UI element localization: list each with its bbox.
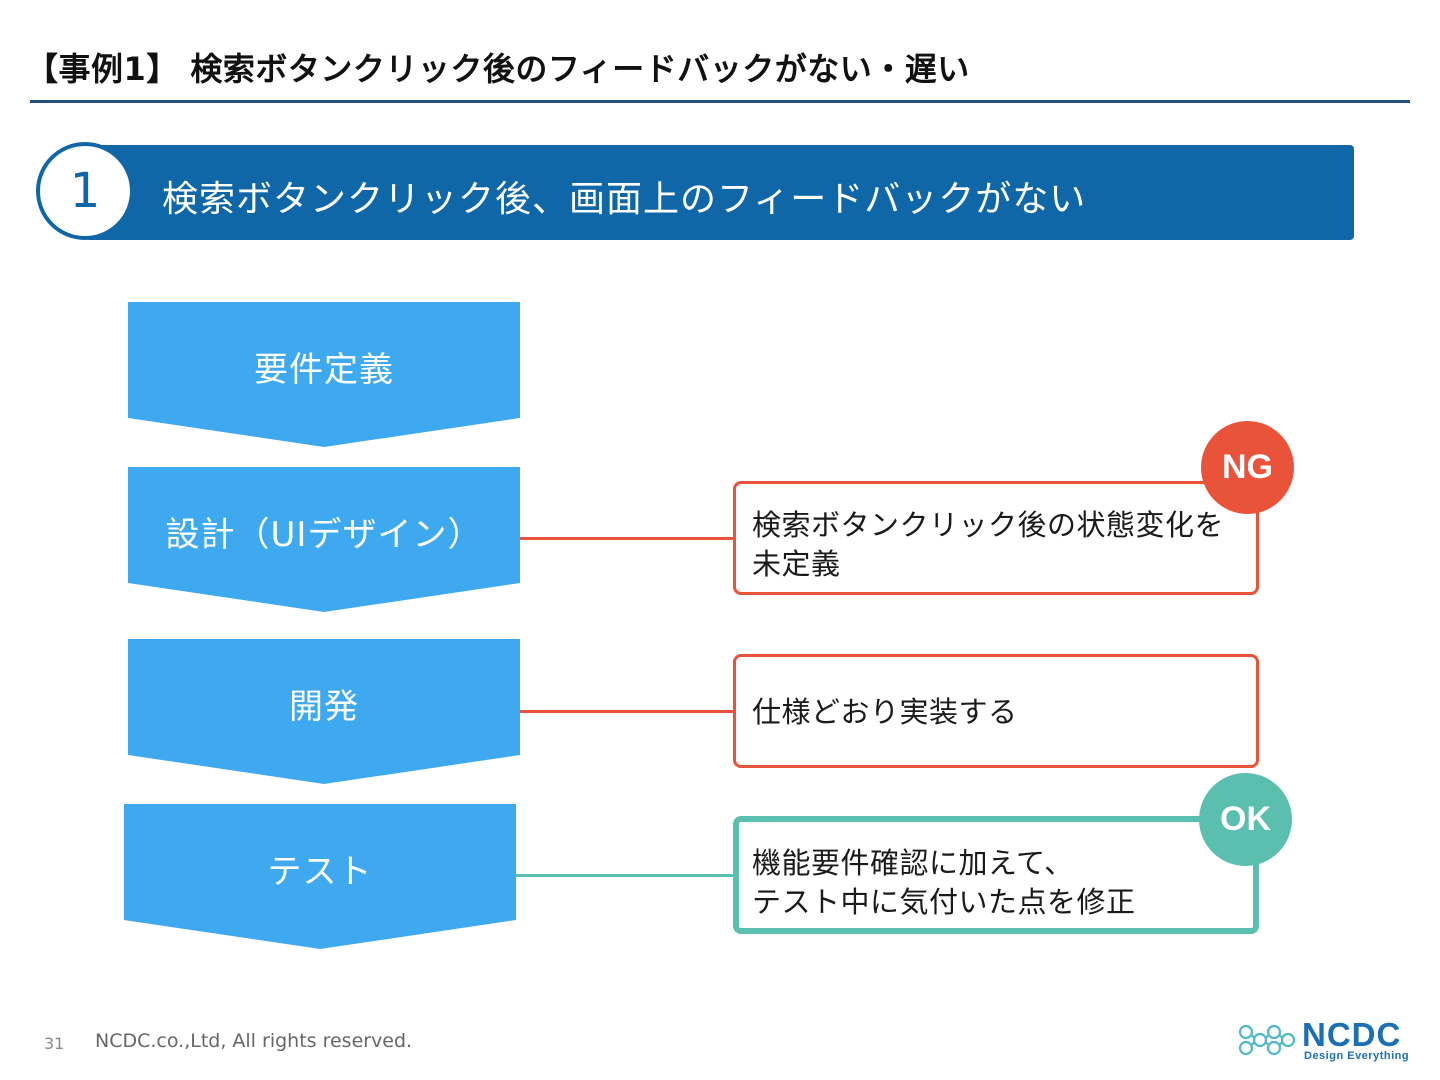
section-banner (86, 145, 1354, 240)
note-line: テスト中に気付いた点を修正 (752, 885, 1136, 919)
title-divider (30, 100, 1410, 103)
note-development: 仕様どおり実装する (733, 654, 1259, 768)
logo-mark-icon (1238, 1024, 1296, 1056)
connector-development (520, 710, 734, 713)
copyright-text: NCDC.co.,Ltd, All rights reserved. (95, 1030, 413, 1052)
process-step-label: 設計（UIデザイン） (165, 515, 483, 555)
note-testing-ok: 機能要件確認に加えて、 テスト中に気付いた点を修正 (733, 816, 1259, 934)
note-line: 未定義 (752, 547, 841, 581)
ok-badge-label: OK (1220, 800, 1271, 838)
note-line: 仕様どおり実装する (752, 695, 1018, 729)
note-line: 機能要件確認に加えて、 (752, 846, 1074, 880)
process-step-label: テスト (267, 852, 373, 892)
process-step-development: 開発 (128, 639, 520, 784)
process-step-requirements: 要件定義 (128, 302, 520, 447)
ng-badge: NG (1201, 421, 1294, 514)
logo-wordmark: NCDC (1302, 1016, 1402, 1053)
section-number: 1 (69, 163, 101, 219)
ok-badge: OK (1199, 773, 1292, 866)
process-step-label: 要件定義 (254, 350, 394, 390)
company-logo: NCDC Design Everything (1236, 1016, 1416, 1066)
page-number: 31 (44, 1034, 65, 1053)
ng-badge-label: NG (1222, 448, 1273, 486)
process-step-testing: テスト (124, 804, 516, 949)
page-title: 【事例1】 検索ボタンクリック後のフィードバックがない・遅い (26, 50, 970, 88)
section-banner-text: 検索ボタンクリック後、画面上のフィードバックがない (162, 179, 1087, 220)
connector-design (520, 537, 734, 540)
process-step-design: 設計（UIデザイン） (128, 467, 520, 612)
connector-testing (516, 874, 734, 877)
logo-tagline: Design Everything (1304, 1050, 1410, 1062)
section-number-badge: 1 (36, 142, 134, 240)
note-design-ng: 検索ボタンクリック後の状態変化を 未定義 (733, 481, 1259, 595)
process-step-label: 開発 (289, 687, 359, 727)
note-line: 検索ボタンクリック後の状態変化を (752, 508, 1225, 542)
